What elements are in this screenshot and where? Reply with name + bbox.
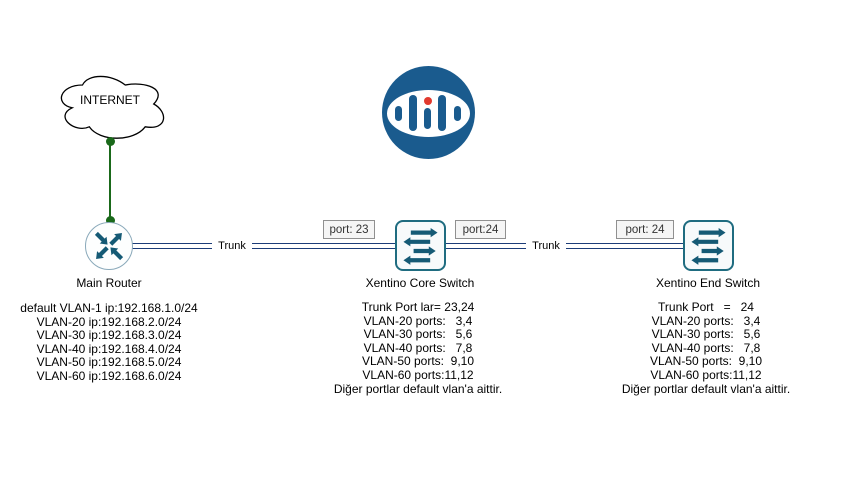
main-router-node xyxy=(85,222,133,270)
note-line: Diğer portlar default vlan'a aittir. xyxy=(621,381,791,396)
note-line: VLAN-60 ports:11,12 xyxy=(362,367,474,382)
note-line: VLAN-20 ip:192.168.2.0/24 xyxy=(36,314,182,329)
logo-bar xyxy=(424,108,431,129)
note-line: VLAN-30 ip:192.168.3.0/24 xyxy=(36,328,182,343)
core-switch-label: Xentino Core Switch xyxy=(365,276,475,290)
switch-icon xyxy=(403,227,438,265)
end-switch-notes: Trunk Port = 24 VLAN-20 ports: 3,4 VLAN-… xyxy=(606,300,806,396)
core-switch-node xyxy=(395,220,446,271)
logo-bar xyxy=(409,95,417,131)
logo-red-dot xyxy=(423,96,432,105)
note-line: Diğer portlar default vlan'a aittir. xyxy=(333,381,503,396)
port-label-core-left: port: 23 xyxy=(323,220,375,239)
note-line: VLAN-20 ports: 3,4 xyxy=(651,313,761,328)
router-icon xyxy=(94,231,124,261)
note-line: VLAN-50 ip:192.168.5.0/24 xyxy=(36,355,182,370)
note-line: VLAN-50 ports: 9,10 xyxy=(361,354,475,369)
wan-link-endpoint-top xyxy=(105,137,115,146)
note-line: VLAN-30 ports: 5,6 xyxy=(651,327,761,342)
trunk-link-router-core xyxy=(132,243,396,249)
wan-link-endpoint-bottom xyxy=(105,216,115,225)
xentino-brand-logo-icon xyxy=(382,66,475,159)
note-line: Trunk Port lar= 23,24 xyxy=(361,300,475,314)
main-router-label: Main Router xyxy=(76,276,142,290)
logo-bar xyxy=(438,95,446,131)
end-switch-node xyxy=(683,220,734,271)
core-switch-notes: Trunk Port lar= 23,24 VLAN-20 ports: 3,4… xyxy=(318,300,518,396)
note-line: VLAN-40 ports: 7,8 xyxy=(651,340,761,355)
note-line: default VLAN-1 ip:192.168.1.0/24 xyxy=(20,301,198,315)
note-line: VLAN-60 ip:192.168.6.0/24 xyxy=(36,368,182,383)
note-line: VLAN-60 ports:11,12 xyxy=(650,367,762,382)
note-line: VLAN-20 ports: 3,4 xyxy=(363,313,473,328)
note-line: Trunk Port = 24 xyxy=(658,300,754,314)
wan-link xyxy=(109,141,111,221)
end-switch-label: Xentino End Switch xyxy=(655,276,761,290)
note-line: VLAN-40 ip:192.168.4.0/24 xyxy=(36,341,182,356)
trunk-label-1: Trunk xyxy=(212,240,252,253)
note-line: VLAN-40 ports: 7,8 xyxy=(363,340,473,355)
trunk-label-2: Trunk xyxy=(526,240,566,253)
switch-icon xyxy=(691,227,726,265)
note-line: VLAN-30 ports: 5,6 xyxy=(363,327,473,342)
note-line: VLAN-50 ports: 9,10 xyxy=(649,354,763,369)
internet-cloud-icon xyxy=(60,75,165,139)
port-label-end-left: port: 24 xyxy=(616,220,674,239)
port-label-core-right: port:24 xyxy=(455,220,506,239)
internet-label: INTERNET xyxy=(80,93,140,107)
router-notes: default VLAN-1 ip:192.168.1.0/24 VLAN-20… xyxy=(9,301,209,384)
logo-bar xyxy=(395,106,402,121)
logo-bar xyxy=(454,106,461,121)
